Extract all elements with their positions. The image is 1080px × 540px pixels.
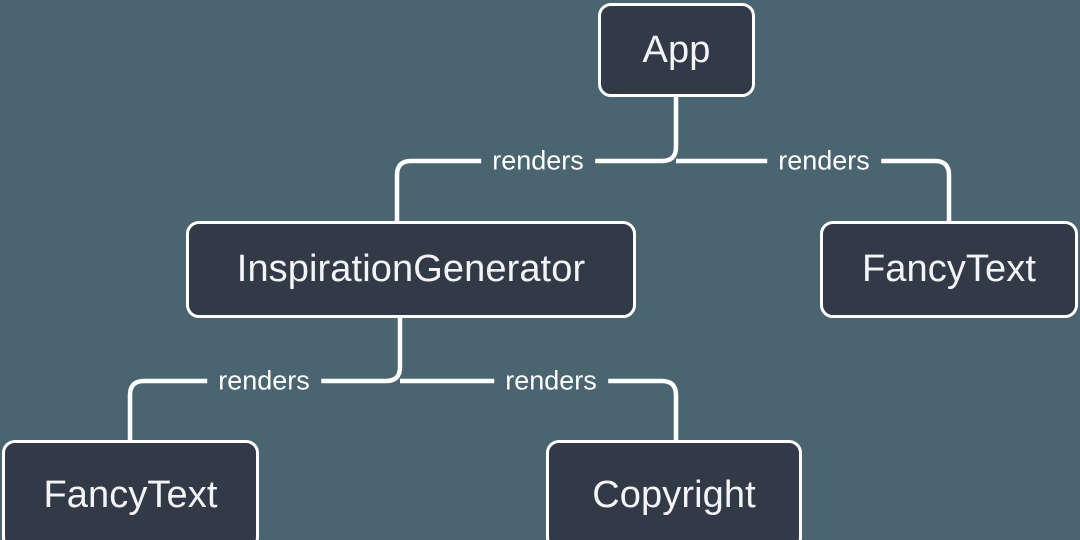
node-copyright-label: Copyright [592, 473, 756, 516]
node-fancytext-bottom-left[interactable]: FancyText [2, 440, 259, 540]
edge-app-to-fancytext [676, 158, 952, 221]
node-fancytext-bottom-left-label: FancyText [43, 473, 218, 516]
edge-label-inspiration-generator-to-copyright: renders [494, 367, 608, 395]
node-copyright[interactable]: Copyright [546, 440, 802, 540]
edge-label-app-to-inspiration-generator: renders [481, 147, 595, 175]
edge-inspgen-to-copyright [400, 378, 679, 440]
node-inspiration-generator[interactable]: InspirationGenerator [186, 221, 636, 318]
edge-label-app-to-fancytext: renders [767, 147, 881, 175]
node-fancytext-right[interactable]: FancyText [820, 221, 1078, 318]
edge-label-inspiration-generator-to-fancytext: renders [207, 367, 321, 395]
node-inspiration-generator-label: InspirationGenerator [236, 248, 586, 290]
node-app[interactable]: App [598, 3, 755, 97]
node-app-label: App [642, 28, 711, 71]
node-fancytext-right-label: FancyText [861, 248, 1037, 290]
